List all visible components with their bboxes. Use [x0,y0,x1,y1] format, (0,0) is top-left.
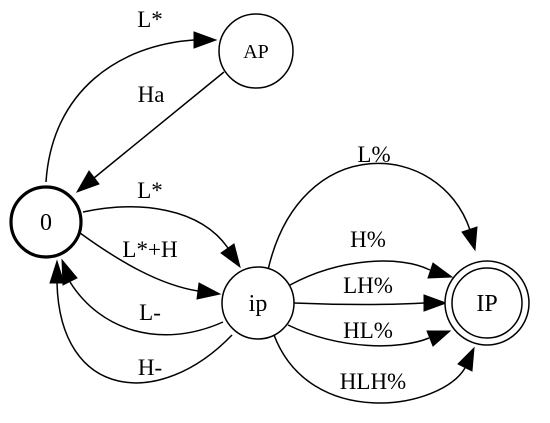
edge-label-ip-to-final-3: LH% [343,273,393,298]
node-ip-small-circle [221,266,295,340]
node-start: 0 [9,185,83,259]
arrowhead-ap-to-start [75,170,100,193]
edge-ip-to-final-3 [293,302,425,306]
arrowhead-start-to-ap [193,31,218,49]
edge-label-ap-to-start: Ha [138,82,165,107]
arrowhead-start-to-ip-2 [196,282,222,300]
arrowhead-start-to-ip-1 [220,243,241,269]
arrowhead-ip-to-start-1 [61,258,78,286]
node-ap: AP [218,13,294,89]
edge-label-ip-to-final-1: L% [357,142,390,167]
edge-start-to-ip-2 [79,232,199,292]
edge-label-ip-to-final-5: HLH% [340,369,406,394]
edge-ip-to-final-1 [267,162,471,271]
edge-label-start-to-ip-1: L* [137,178,163,203]
node-ap-label: AP [243,41,269,63]
edge-ip-to-start-2 [56,282,233,384]
arrowhead-ip-to-final-5 [457,346,475,372]
arrowhead-ip-to-final-4 [426,330,452,347]
arrowhead-ip-to-final-2 [427,262,454,279]
node-ip-final-label: IP [476,291,497,317]
edge-ip-to-final-5 [273,334,466,404]
edge-label-start-to-ip-2: L*+H [122,237,177,262]
edge-ip-to-start-1 [69,281,224,336]
edge-start-to-ip-1 [82,206,229,249]
node-start-label: 0 [40,210,52,236]
edge-label-ip-to-final-4: HL% [343,318,393,343]
node-ip-small: ip [221,266,295,340]
node-ip-final-inner-circle [451,267,523,339]
edge-label-ip-to-final-2: H% [350,227,386,252]
arrowhead-ip-to-final-1 [461,226,478,252]
arrowhead-ip-to-final-3 [423,294,448,312]
edge-label-ip-to-start-2: H- [138,355,162,380]
edge-label-start-to-ap: L* [137,7,163,32]
node-ip-small-label: ip [249,291,268,317]
edge-ip-to-final-2 [289,260,431,286]
edge-ap-to-start [93,71,225,179]
node-ap-circle [218,13,294,89]
edge-label-ip-to-start-1: L- [139,300,161,325]
arrowhead-ip-to-start-2 [49,259,65,284]
edge-ip-to-final-4 [287,324,430,347]
node-start-circle [9,185,83,259]
edge-start-to-ap [45,39,195,183]
node-ip-final: IP [444,260,530,346]
